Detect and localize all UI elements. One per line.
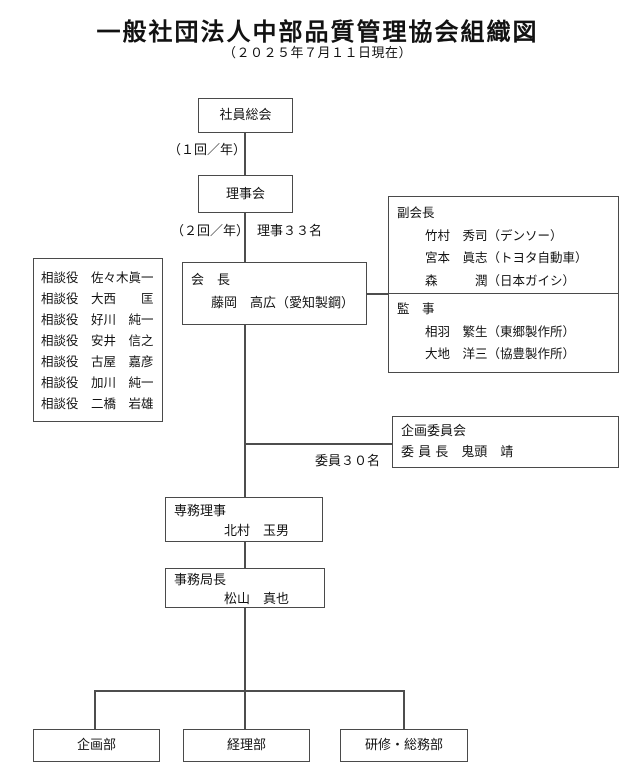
auditor-row: 大地 洋三（協豊製作所） [425,346,576,361]
vice-chairman-row: 宮本 眞志（トヨタ自動車） [425,250,588,265]
connector-line [95,690,405,692]
node-board: 理事会 [198,175,293,213]
section-divider [389,293,618,294]
advisor-row: 相談役 加川 純一 [41,375,154,390]
managing-director-title: 専務理事 [174,504,227,519]
vice-chairman-row: 竹村 秀司（デンソー） [425,227,563,243]
connector-line [244,542,246,568]
advisor-row: 相談役 佐々木眞一 [41,270,154,285]
board-label: 理事会 [225,186,265,202]
connector-line [403,690,405,729]
advisor-row: 相談役 古屋 嘉彦 [41,354,154,369]
advisor-row: 相談役 二橋 岩雄 [41,396,154,411]
dept-label: 企画部 [76,738,116,753]
page-title: 一般社団法人中部品質管理協会組織図 [96,18,539,46]
managing-director-name: 北村 玉男 [224,524,290,539]
chairman-title: 会 長 [191,273,231,288]
planning-committee-box: 企画委員会 委 員 長 鬼頭 靖 [392,416,619,468]
officers-box: 副会長 竹村 秀司（デンソー） 宮本 眞志（トヨタ自動車） 森 潤（日本ガイシ）… [388,196,619,373]
auditors-section: 監 事 相羽 繁生（東郷製作所） 大地 洋三（協豊製作所） [389,293,618,370]
dept-planning: 企画部 [33,729,160,762]
vice-chairman-row: 森 潤（日本ガイシ） [425,272,576,288]
secretariat-head-name: 松山 真也 [224,592,290,607]
connector-line [244,133,246,175]
board-members-count: 理事３３名 [257,224,323,239]
auditors-title: 監 事 [397,301,435,316]
dept-training-general-affairs: 研修・総務部 [340,729,468,762]
connector-line [94,690,96,729]
dept-label: 研修・総務部 [364,738,443,753]
node-managing-director: 専務理事 北村 玉男 [165,497,323,542]
board-frequency-note: （２回／年） [171,224,250,239]
dept-accounting: 経理部 [183,729,310,762]
secretariat-head-title: 事務局長 [174,573,227,588]
node-general-meeting: 社員総会 [198,98,293,133]
planning-committee-title: 企画委員会 [401,424,467,439]
committee-members-count: 委員３０名 [315,454,381,469]
vice-chairmen-title: 副会長 [397,205,435,220]
connector-line [244,608,246,691]
general-meeting-label: 社員総会 [219,108,272,123]
dept-label: 経理部 [226,738,266,753]
connector-line [244,213,246,262]
node-chairman: 会 長 藤岡 高広（愛知製鋼） [182,262,367,325]
node-secretariat-head: 事務局長 松山 真也 [165,568,325,608]
connector-line [244,690,246,729]
vice-chairmen-section: 副会長 竹村 秀司（デンソー） 宮本 眞志（トヨタ自動車） 森 潤（日本ガイシ） [389,197,618,293]
advisor-row: 相談役 大西 匡 [41,291,154,306]
date-note: （２０２５年７月１１日現在） [222,46,412,61]
advisors-box: 相談役 佐々木眞一 相談役 大西 匡 相談役 好川 純一 相談役 安井 信之 相… [33,258,163,422]
connector-line [244,325,246,497]
auditor-row: 相羽 繁生（東郷製作所） [425,323,576,339]
connector-line [367,293,388,295]
advisor-row: 相談役 安井 信之 [41,333,154,348]
planning-committee-chairperson: 委 員 長 鬼頭 靖 [401,445,514,460]
advisor-row: 相談役 好川 純一 [41,312,154,327]
general-meeting-frequency-note: （１回／年） [168,143,247,158]
chairman-name: 藤岡 高広（愛知製鋼） [211,296,355,311]
connector-line [245,443,392,445]
